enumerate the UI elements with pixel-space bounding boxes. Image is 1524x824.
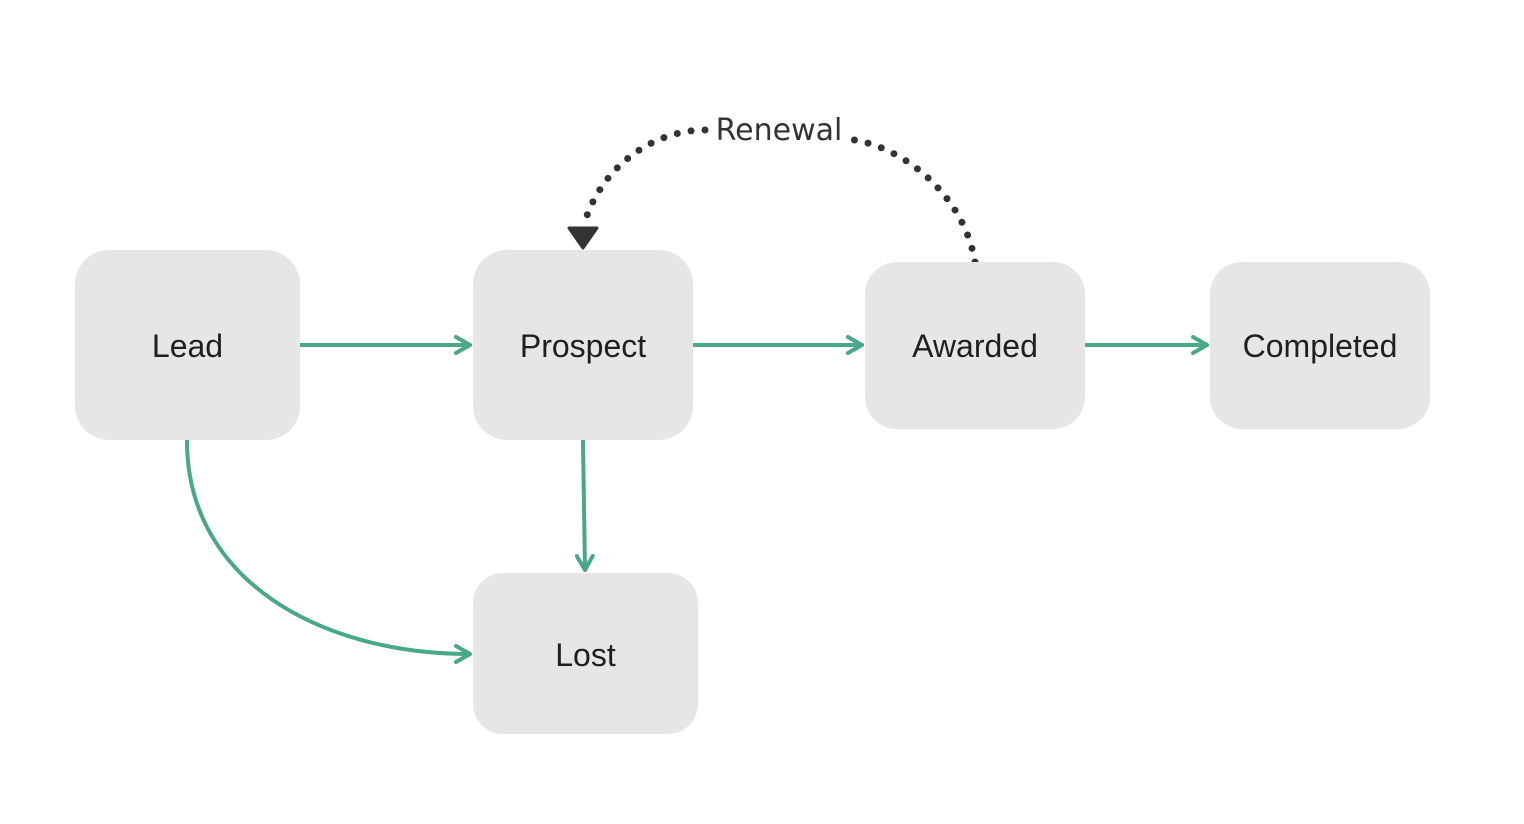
renewal-edge-label: Renewal	[716, 113, 843, 148]
node-prospect[interactable]: Prospect	[473, 250, 693, 440]
node-completed[interactable]: Completed	[1210, 262, 1430, 429]
edge-lead-to-lost	[185, 439, 472, 664]
edge-prospect-to-lost	[574, 439, 595, 572]
node-awarded-label: Awarded	[912, 328, 1038, 364]
node-lead-label: Lead	[152, 328, 223, 364]
node-completed-label: Completed	[1243, 328, 1398, 364]
renewal-arrowhead-icon	[567, 226, 599, 250]
node-lost[interactable]: Lost	[473, 573, 698, 734]
node-lost-label: Lost	[555, 637, 616, 673]
edge-awarded-to-prospect-renewal	[579, 126, 979, 266]
node-awarded[interactable]: Awarded	[865, 262, 1085, 429]
node-prospect-label: Prospect	[520, 328, 646, 364]
node-lead[interactable]: Lead	[75, 250, 300, 440]
